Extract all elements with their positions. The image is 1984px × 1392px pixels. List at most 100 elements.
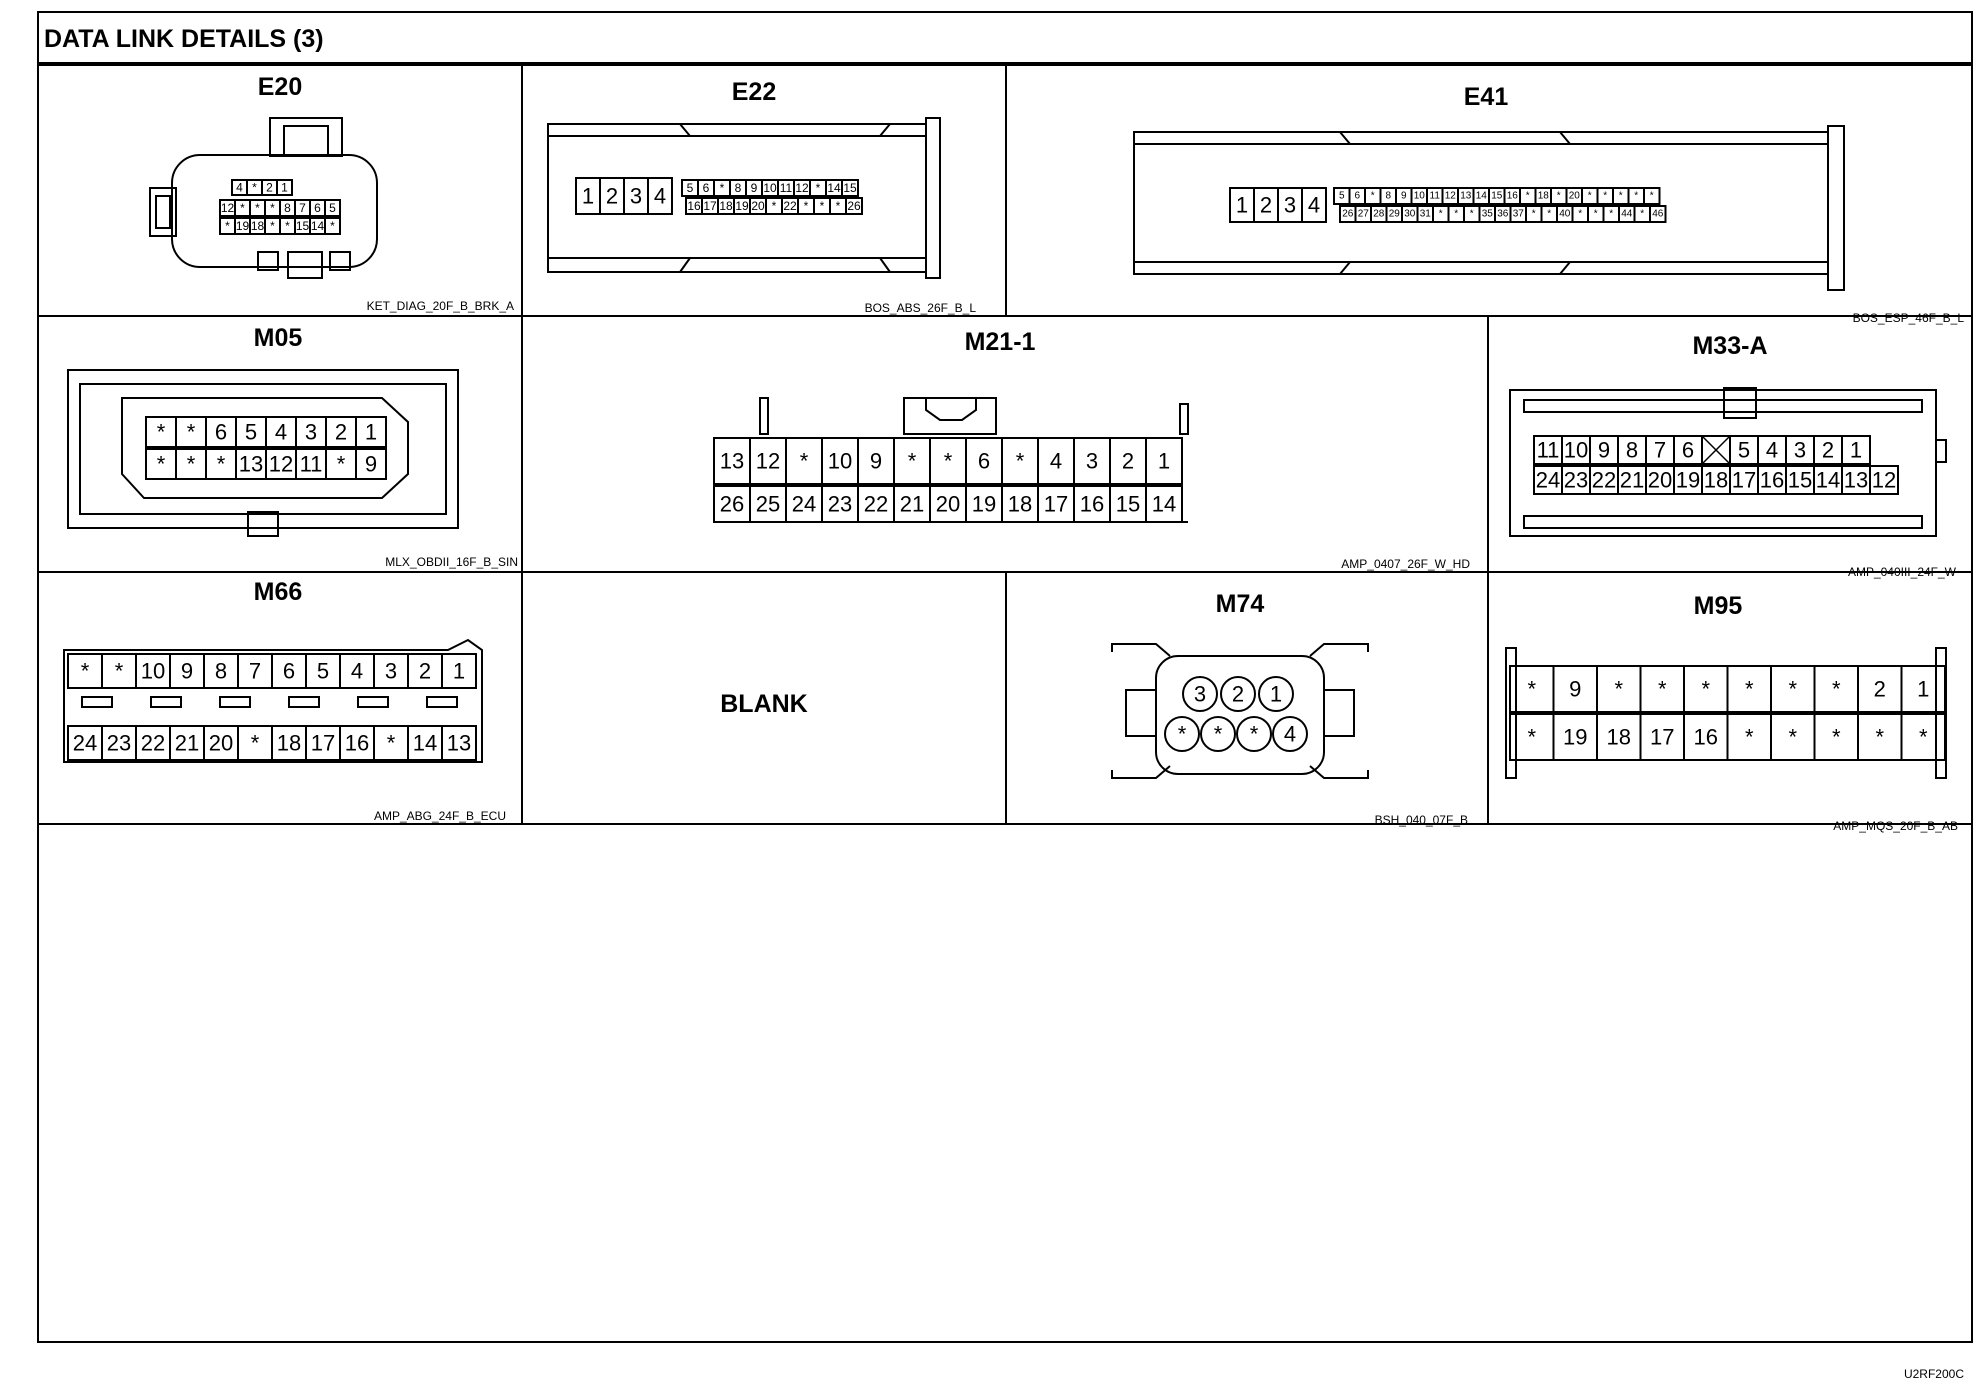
pin-cell: 21	[1617, 465, 1647, 495]
pin-label: *	[330, 219, 335, 233]
pin-label: 21	[175, 731, 199, 756]
pin-label: *	[337, 452, 346, 477]
pin-cell: 4	[1037, 437, 1075, 485]
pin-label: 17	[703, 199, 717, 213]
pin-label: *	[251, 731, 260, 756]
pin-label: 12	[756, 449, 780, 474]
pin-circle	[1236, 716, 1272, 752]
pin-cell: 14	[1813, 465, 1843, 495]
pin-label: *	[1919, 725, 1928, 750]
pin-label: 11	[780, 181, 793, 195]
pin-cell: *	[713, 179, 731, 197]
pin-label: 29	[1389, 209, 1401, 220]
pin-cell: 22	[781, 197, 799, 215]
pin-label: 10	[828, 449, 852, 474]
pin-label: 2	[1122, 449, 1134, 474]
pin-label: *	[187, 452, 196, 477]
pin-label: *	[1609, 209, 1613, 220]
pin-cell: 16	[339, 725, 375, 761]
pin-cell: 16	[685, 197, 703, 215]
pin-label: 1	[453, 659, 465, 684]
pin-cell: 35	[1478, 205, 1496, 223]
pin-label: 6	[215, 420, 227, 445]
pin-cell: 3	[373, 653, 409, 689]
pin-label: *	[1526, 191, 1530, 202]
pin-cell: 21	[169, 725, 205, 761]
pin-cell: 3	[295, 416, 327, 448]
pin-label: *	[1470, 209, 1474, 220]
connector-name: E41	[1464, 83, 1509, 111]
pin-label: *	[1701, 677, 1710, 702]
pin-label: 17	[1650, 725, 1674, 750]
pin-cell: 3	[1182, 676, 1218, 712]
pin-cell: 23	[101, 725, 137, 761]
pin-label: *	[217, 452, 226, 477]
pin-label: 12	[1872, 468, 1896, 493]
pin-label: 3	[630, 184, 642, 209]
outer-border	[37, 11, 1973, 1343]
pin-circle	[1200, 716, 1236, 752]
pin-label: 20	[209, 731, 233, 756]
pin-cell: *	[1857, 713, 1903, 761]
pin-label: 22	[864, 492, 888, 517]
pin-cell: *	[1525, 205, 1543, 223]
pin-cell: 9	[1589, 435, 1619, 465]
pin-cell: 24	[1533, 465, 1563, 495]
pin-label: 26	[720, 492, 744, 517]
pin-cell: *	[1639, 665, 1685, 713]
pin-cell: *	[324, 217, 341, 235]
pin-cell: 18	[1534, 187, 1552, 205]
pin-cell: *	[205, 448, 237, 480]
pin-label: 7	[249, 659, 261, 684]
pin-cell: 10	[821, 437, 859, 485]
pin-cell: 14	[1145, 485, 1183, 523]
pin-label: 9	[365, 452, 377, 477]
figure-code: U2RF200C	[1904, 1367, 1964, 1381]
pin-cell: *	[829, 197, 847, 215]
pin-cell: *	[219, 217, 236, 235]
pin-cell: 18	[1701, 465, 1731, 495]
pin-label: 11	[1430, 191, 1441, 202]
pin-cell: *	[145, 448, 177, 480]
pin-label: *	[225, 219, 230, 233]
pin-cell: 26	[713, 485, 751, 523]
pin-label: 8	[284, 201, 291, 215]
pin-label: 6	[314, 201, 321, 215]
pin-cell: 12	[1869, 465, 1899, 495]
pin-label: 11	[300, 452, 323, 477]
connector-body	[547, 117, 941, 279]
pin-label: 5	[1339, 191, 1345, 202]
pin-label: *	[1250, 722, 1259, 747]
pin-label: 23	[828, 492, 852, 517]
pin-cell: 20	[929, 485, 967, 523]
pin-label: 15	[296, 219, 310, 233]
pin-label: *	[1640, 209, 1644, 220]
pin-circle	[1220, 676, 1256, 712]
part-number: AMP_ABG_24F_B_ECU	[374, 809, 506, 823]
pin-label: *	[1578, 209, 1582, 220]
pin-cell: 15	[294, 217, 311, 235]
pin-box	[276, 179, 293, 196]
pin-cell: *	[67, 653, 103, 689]
pin-cell: *	[234, 199, 251, 217]
pin-label: 2	[1232, 682, 1244, 707]
pin-cell: 30	[1401, 205, 1419, 223]
pin-cell: 12	[793, 179, 811, 197]
pin-cell: 11	[295, 448, 327, 480]
pin-cell: *	[809, 179, 827, 197]
pin-cell: *	[101, 653, 137, 689]
pin-label: *	[1745, 725, 1754, 750]
pin-label: 37	[1513, 209, 1525, 220]
part-number: AMP_MQS_20F_B_AB	[1833, 819, 1958, 833]
pin-label: 16	[345, 731, 369, 756]
pin-cell: 2	[407, 653, 443, 689]
pin-cell: 37	[1509, 205, 1527, 223]
pin-label: 18	[1607, 725, 1631, 750]
pin-label: 20	[751, 199, 765, 213]
